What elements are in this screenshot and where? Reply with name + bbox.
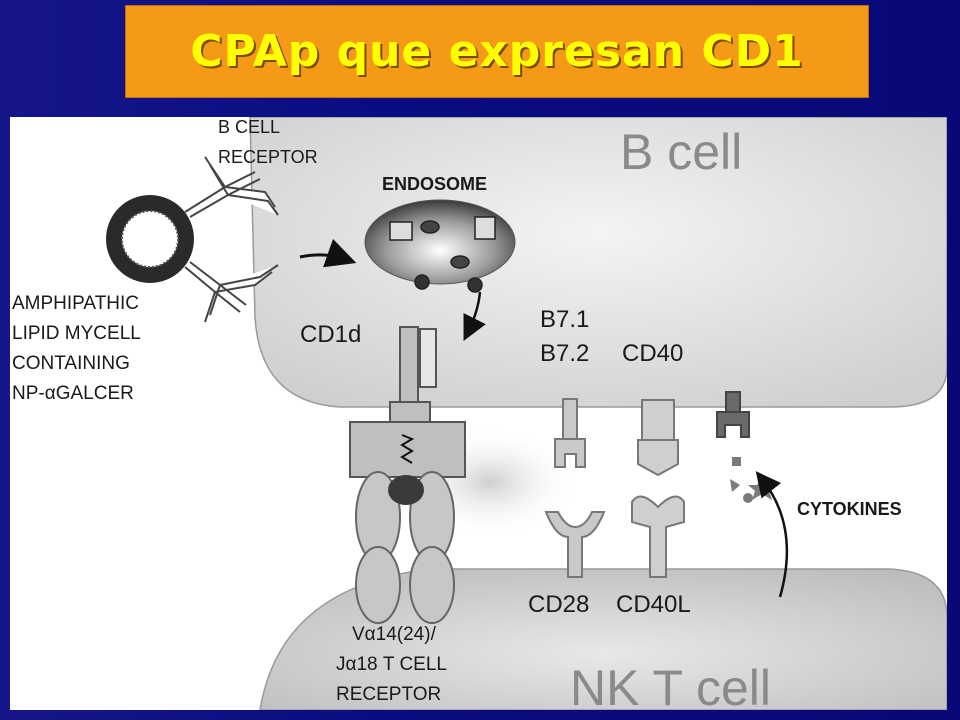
title-banner: CPAp que expresan CD1 [125,5,869,98]
endosome-label: ENDOSOME [382,174,487,194]
tcr-label-3: RECEPTOR [336,684,441,705]
diagram-figure: B cell NK T cell [10,117,947,710]
lipid-label-3: CONTAINING [12,353,130,374]
slide-title: CPAp que expresan CD1 [190,26,804,77]
cd40-label: CD40 [622,340,683,367]
b71-label: B7.1 [540,306,589,333]
cytokine-particles [730,457,776,503]
tcr-label-2: Jα18 T CELL [336,654,447,675]
b-cell-label: B cell [620,124,742,180]
cd40l-molecule [631,495,685,578]
b7-molecule [554,398,586,468]
lipid-antigen [400,434,415,464]
b72-label: B7.2 [540,340,589,367]
cd28-label: CD28 [528,591,589,618]
b-cell-membrane [249,117,947,408]
lipid-micelle-icon [106,195,194,283]
antigen-contact [388,475,424,505]
uptake-arrow [299,238,357,268]
transport-arrow [463,291,486,341]
endosome-contents [389,216,496,293]
cytokines-label: CYTOKINES [797,499,902,519]
lipid-label-4: NP-αGALCER [12,383,134,404]
cd1d-label: CD1d [300,321,361,348]
lipid-label-1: AMPHIPATHIC [12,293,139,314]
cytokine-receptor [716,391,750,438]
b-cell-receptor-icon [184,156,279,323]
cd1d-molecule [349,326,466,478]
cytokine-arrow [755,471,789,598]
nk-t-cell-label: NK T cell [570,660,771,710]
b-cell-receptor-label-1: B CELL [218,117,280,137]
cd40-molecule [637,399,679,477]
tcr-label-1: Vα14(24)/ [352,624,437,645]
cd28-molecule [544,511,606,578]
b-cell-receptor-label-2: RECEPTOR [218,147,318,167]
lipid-label-2: LIPID MYCELL [12,323,141,344]
endosome-shape [364,199,516,285]
cd40l-label: CD40L [616,591,691,618]
